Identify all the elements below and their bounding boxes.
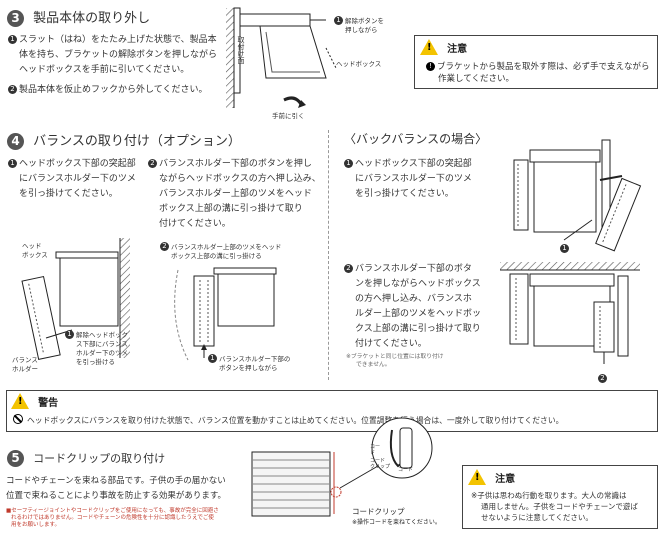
back-diagram-2 [500, 262, 640, 364]
warning-title: 警告 [38, 398, 59, 409]
warning-icon: ! [468, 469, 486, 485]
clip-label: コードクリップ [370, 458, 391, 470]
column-divider [328, 130, 329, 380]
caution-box-removal: ! 注意 !ブラケットから製品を取外す際は、必ず手で支えながら 作業してください… [414, 35, 658, 89]
caution-header: ! 注意 [468, 469, 515, 489]
exclamation-icon: ! [426, 62, 435, 71]
step-marker: 2 [598, 374, 607, 383]
caution-box-child: ! 注意 ※子供は思わぬ行動を取ります。大人の常識は 通用しません。子供をコード… [462, 465, 658, 529]
cord-label-2: コード [398, 467, 414, 473]
caution-text: ※子供は思わぬ行動を取ります。大人の常識は 通用しません。子供をコードやチェーン… [471, 491, 638, 522]
label-number: 1 [334, 16, 343, 25]
warning-header: ! 警告 [11, 393, 58, 413]
caution-header: ! 注意 [420, 39, 467, 59]
step-text: スラット（はね）をたたみ上げた状態で、製品本 [19, 35, 217, 45]
cord-clip-caption: コードクリップ ※操作コードを束ねてください。 [352, 507, 441, 526]
cord-clip-illustration: コード コードクリップ コード コードクリップ ※操作コードを束ねてください。 [248, 416, 448, 534]
step-marker: 1 [560, 244, 569, 253]
caution-title: 注意 [447, 44, 468, 55]
section-title: バランスの取り付け（オプション） [33, 134, 241, 149]
back-valance-title: 〈バックバランスの場合〉 [344, 132, 488, 146]
cord-clip-diagram [251, 417, 433, 517]
cord-label-1: コード [370, 444, 381, 456]
step-number: 1 [344, 159, 353, 168]
back-valance-illustration-1: 1 [502, 139, 652, 253]
step-number: 2 [148, 159, 157, 168]
section-number: 3 [7, 10, 24, 27]
step-number: 1 [8, 159, 17, 168]
warning-icon: ! [420, 39, 438, 55]
back-diagram-1 [513, 139, 642, 252]
step-text: ヘッドボックスを手前に引いてください。 [19, 65, 190, 75]
section5-description: コードやチェーンを束ねる部品です。子供の手の届かない 位置で束ねることにより事故… [6, 476, 226, 501]
step-number: 2 [8, 85, 17, 94]
caution-title: 注意 [495, 474, 516, 485]
step-number: 1 [8, 35, 17, 44]
section-title: 製品本体の取り外し [33, 11, 151, 26]
caution-text: !ブラケットから製品を取外す際は、必ず手で支えながら 作業してください。 [426, 61, 654, 85]
headbox-label: ヘッドボックス [22, 242, 48, 259]
warning-box: ! 警告 ヘッドボックスにバランスを取り付けた状態で、バランス位置を動かすことは… [6, 390, 658, 432]
section4-header: 4 バランスの取り付け（オプション） [7, 130, 241, 150]
valance-holder-label: バランスホルダー [12, 356, 38, 373]
step-number: 2 [344, 264, 353, 273]
step-text: 体を持ち、ブラケットの解除ボタンを押しながら [19, 50, 218, 60]
wall-label: 取付け面 [237, 36, 245, 64]
pull-label: 手前に引く [272, 112, 305, 120]
warning-icon: ! [11, 393, 29, 409]
section-title: コードクリップの取り付け [33, 452, 166, 465]
valance-diagram-2 [174, 267, 277, 361]
warning-text: ヘッドボックスにバランスを取り付けた状態で、バランス位置を動かすことは止めてくだ… [13, 414, 563, 426]
valance-diagram-1 [21, 238, 130, 360]
section5-safety-note: ■セーフティージョイントやコードクリップをご使用になっても、事故が完全に回避さ … [6, 508, 219, 528]
section-number: 5 [7, 450, 24, 467]
section-number: 4 [7, 133, 24, 150]
back-note: ※ブラケットと同じ位置には取り付け できません。 [346, 354, 444, 368]
section5-header: 5 コードクリップの取り付け [7, 447, 165, 467]
removal-diagram [226, 7, 337, 108]
prohibit-icon [13, 414, 23, 424]
back-valance-illustration-2: 2 [500, 262, 650, 383]
section3-header: 3 製品本体の取り外し [7, 7, 150, 27]
step-text: 製品本体を仮止めフックから外してください。 [19, 85, 208, 95]
headbox-label: ヘッドボックス [336, 60, 382, 68]
